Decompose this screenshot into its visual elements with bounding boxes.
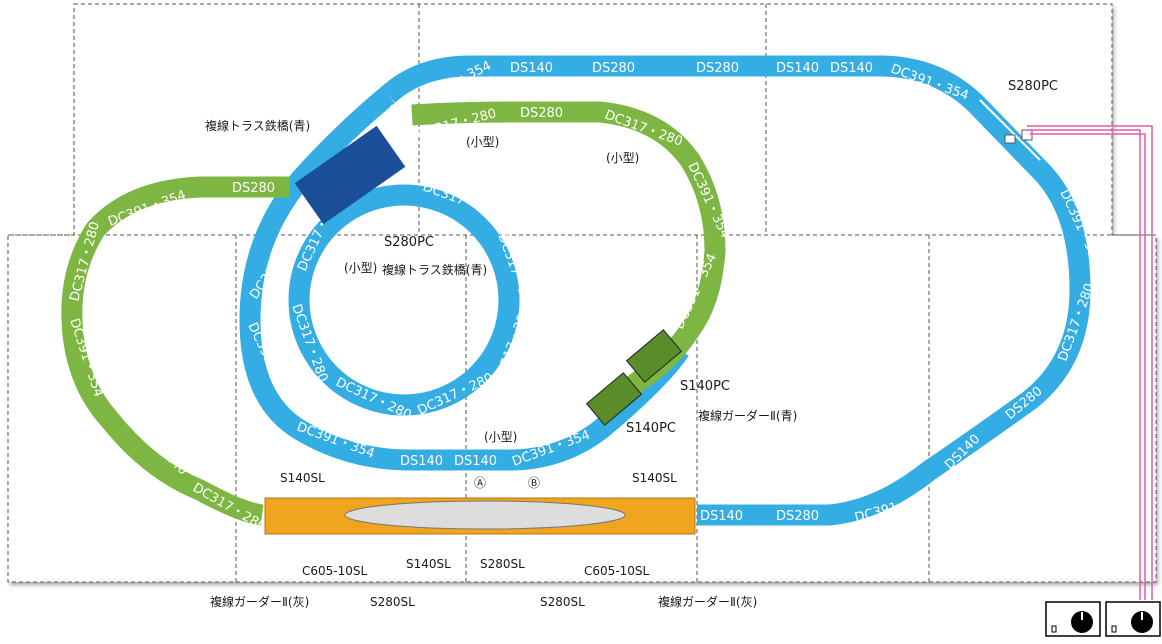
ds140-b-label: DS140: [776, 61, 819, 76]
girder-gray-right-annotation: 複線ガーダーⅡ(灰): [658, 594, 757, 609]
inner-blue-circle: [288, 184, 520, 416]
truss-bridge: [294, 125, 406, 225]
baseboard: [7, 3, 1157, 583]
power-controller-2[interactable]: [1105, 601, 1161, 637]
girder-green: [585, 329, 683, 426]
ds140-c-label: DS140: [830, 61, 873, 76]
truss-bottom-annotation: 複線トラス鉄橋(青): [382, 262, 487, 277]
power-controller-1[interactable]: [1045, 601, 1101, 637]
left-ds280-label: DS280: [232, 181, 275, 196]
s140sl-left-annotation: S140SL: [280, 471, 325, 485]
s140sl-mid-annotation: S140SL: [406, 557, 451, 571]
s140sl-right-annotation: S140SL: [632, 471, 677, 485]
point-b-label: Ⓑ: [528, 476, 540, 490]
station-block: [264, 497, 696, 535]
small-note-4: (小型): [484, 430, 517, 444]
s140pc-a-annotation: S140PC: [680, 379, 730, 394]
s280sl-right-annotation: S280SL: [540, 595, 585, 609]
green-ds280-label: DS280: [520, 106, 563, 121]
bottom-ds140-label: DS140: [700, 509, 743, 524]
ds140-a-label: DS140: [510, 61, 553, 76]
bottom-ds280-label: DS280: [776, 509, 819, 524]
small-note-3: (小型): [344, 261, 377, 275]
small-note-2: (小型): [606, 151, 639, 165]
ds280-b-label: DS280: [696, 61, 739, 76]
wiring: [1027, 125, 1153, 600]
s280pc-mid-annotation: S280PC: [384, 235, 434, 250]
point-a-label: Ⓐ: [474, 476, 486, 490]
c605-right-annotation: C605-10SL: [584, 564, 650, 578]
s280pc-right-label: S280PC: [1008, 79, 1058, 94]
blue-ds140-b-label: DS140: [400, 454, 443, 469]
blue-ds140-c-label: DS140: [454, 454, 497, 469]
small-note-1: (小型): [466, 135, 499, 149]
truss-top-annotation: 複線トラス鉄橋(青): [205, 118, 310, 133]
ds280-a-label: DS280: [592, 61, 635, 76]
s280sl-left-annotation: S280SL: [370, 595, 415, 609]
s280sl-mid-annotation: S280SL: [480, 557, 525, 571]
girder-blue-annotation: 複線ガーダーⅡ(青): [698, 408, 797, 423]
girder-gray-left-annotation: 複線ガーダーⅡ(灰): [210, 594, 309, 609]
s140pc-b-annotation: S140PC: [626, 421, 676, 436]
c605-left-annotation: C605-10SL: [302, 564, 368, 578]
